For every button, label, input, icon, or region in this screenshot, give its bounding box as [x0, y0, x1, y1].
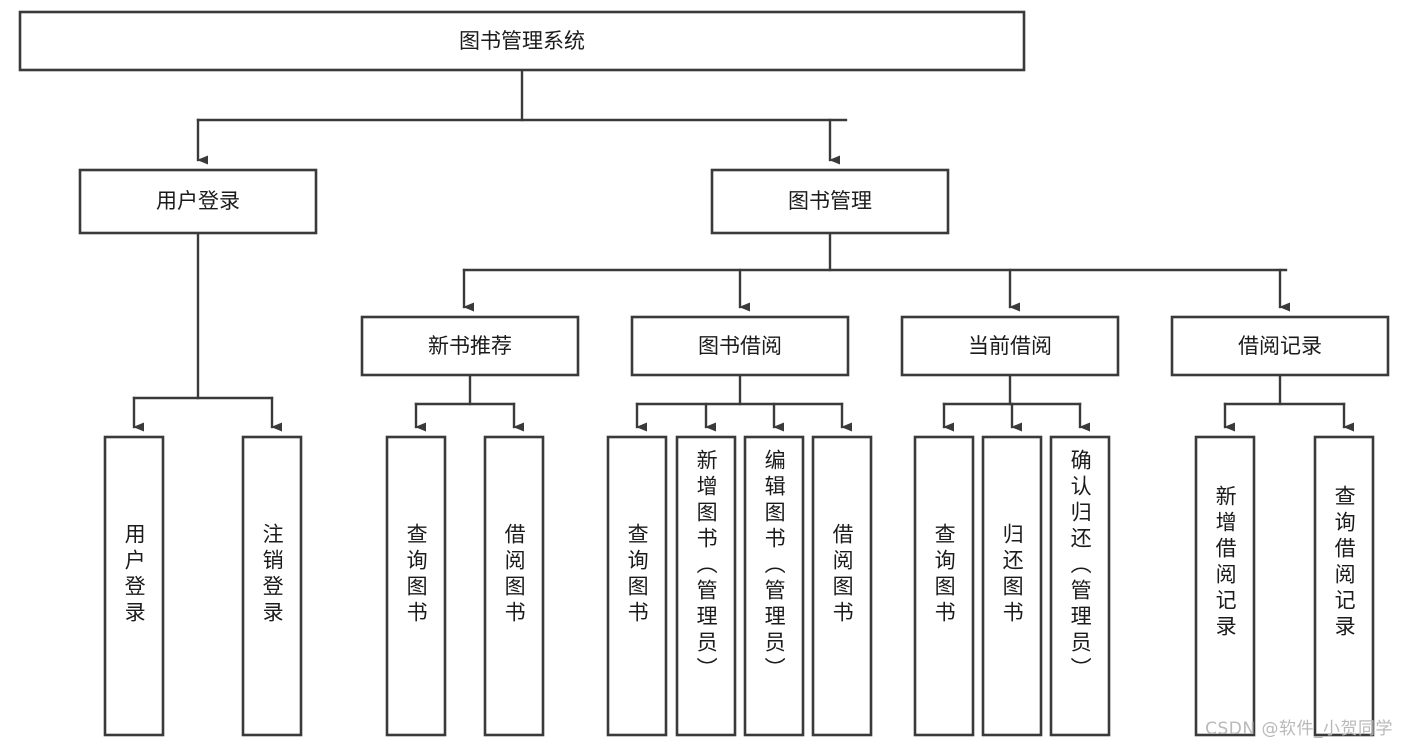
connector-group-book-borrow [635, 373, 852, 432]
leaf-boxes [103, 435, 1375, 737]
leaf-logout-box[interactable] [241, 435, 303, 737]
node-user-login-box[interactable] [78, 168, 318, 235]
node-book-borrow-box[interactable] [630, 315, 850, 377]
node-root-box[interactable] [18, 10, 1026, 72]
leaf-query-book-bb-box[interactable] [606, 435, 668, 737]
node-book-manage-label: 图书管理 [788, 189, 872, 213]
node-root-label: 图书管理系统 [459, 29, 585, 53]
node-current-borrow-label: 当前借阅 [968, 334, 1052, 358]
node-book-borrow-label: 图书借阅 [698, 334, 782, 358]
connector-group-book-manage [462, 231, 1290, 312]
node-new-book-recommend-box[interactable] [360, 315, 580, 377]
node-current-borrow[interactable]: 当前借阅 [900, 315, 1120, 377]
leaf-add-book-box[interactable] [675, 435, 737, 737]
node-book-manage[interactable]: 图书管理 [710, 168, 950, 235]
watermark-text: CSDN @软件_小贺同学 [1205, 719, 1393, 739]
connector-group-user-login [132, 231, 282, 432]
leaf-query-book-rec-box[interactable] [385, 435, 447, 737]
leaf-borrow-book-rec-box[interactable] [483, 435, 545, 737]
node-root[interactable]: 图书管理系统 [18, 10, 1026, 72]
leaf-query-record-box[interactable] [1313, 435, 1375, 737]
leaf-query-book-cb-box[interactable] [913, 435, 975, 737]
node-book-manage-box[interactable] [710, 168, 950, 235]
leaf-user-login-box[interactable] [103, 435, 165, 737]
node-new-book-recommend-label: 新书推荐 [428, 334, 512, 358]
leaf-return-book-box[interactable] [981, 435, 1043, 737]
leaf-confirm-return-box[interactable] [1049, 435, 1111, 737]
node-user-login[interactable]: 用户登录 [78, 168, 318, 235]
leaf-edit-book-box[interactable] [743, 435, 805, 737]
node-borrow-record[interactable]: 借阅记录 [1170, 315, 1390, 377]
node-book-borrow[interactable]: 图书借阅 [630, 315, 850, 377]
node-user-login-label: 用户登录 [156, 189, 240, 213]
leaf-add-record-box[interactable] [1194, 435, 1256, 737]
node-borrow-record-box[interactable] [1170, 315, 1390, 377]
connector-group-new-book-recommend [414, 373, 524, 432]
node-current-borrow-box[interactable] [900, 315, 1120, 377]
connector-group-current-borrow [942, 373, 1090, 432]
leaf-borrow-book-bb-box[interactable] [811, 435, 873, 737]
node-new-book-recommend[interactable]: 新书推荐 [360, 315, 580, 377]
connector-group-borrow-record [1223, 373, 1354, 432]
node-borrow-record-label: 借阅记录 [1238, 334, 1322, 358]
connector-group-root [196, 68, 848, 165]
